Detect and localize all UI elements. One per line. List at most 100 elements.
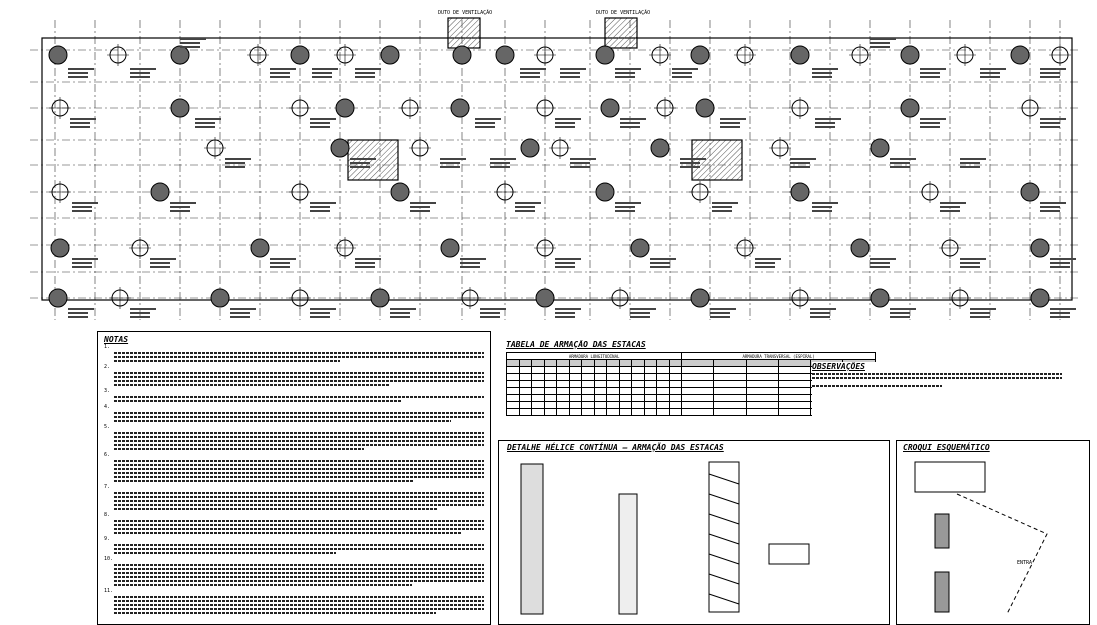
table-cell xyxy=(518,387,533,395)
table-cell xyxy=(656,394,670,402)
note-text-line xyxy=(114,372,484,374)
table-cell xyxy=(681,408,715,416)
note-number: 4. xyxy=(104,404,111,410)
pile-tag-text xyxy=(680,158,706,160)
pile-tag-text xyxy=(555,258,581,260)
table-cell xyxy=(713,373,747,381)
table-cell xyxy=(518,401,533,409)
pile-tag-text xyxy=(812,206,832,208)
pile-cap xyxy=(330,138,350,158)
pile-tag-text xyxy=(440,162,460,164)
pile-tag-text xyxy=(310,316,330,318)
pile-tag-text xyxy=(130,68,156,70)
pile-tag-text xyxy=(960,166,980,168)
table-cell xyxy=(506,394,520,402)
table-cell xyxy=(643,387,658,395)
table-cell xyxy=(643,408,658,416)
note-number: 2. xyxy=(104,364,111,370)
pile-tag-text xyxy=(460,258,486,260)
table-cell xyxy=(518,380,533,388)
pile-tag-text xyxy=(672,68,698,70)
pile-tag-text xyxy=(72,202,98,204)
pile-tag-text xyxy=(350,162,370,164)
table-cell xyxy=(618,359,633,367)
table-cell xyxy=(531,359,545,367)
table-cell xyxy=(568,359,583,367)
note-text-line xyxy=(114,564,484,566)
table-cell xyxy=(618,408,633,416)
pile-tag-text xyxy=(710,308,736,310)
pile-tag-text xyxy=(1040,210,1060,212)
table-cell xyxy=(777,380,812,388)
table-cell xyxy=(506,401,520,409)
pile-tag-text xyxy=(310,210,330,212)
table-cell xyxy=(656,408,670,416)
table-cell xyxy=(668,387,683,395)
pile-table-title: TABELA DE ARMAÇÃO DAS ESTACAS xyxy=(506,340,646,349)
pile-tag-text xyxy=(812,202,838,204)
table-cell xyxy=(506,366,520,374)
pile-tag-text xyxy=(980,68,1006,70)
pile-tag-text xyxy=(815,118,841,120)
pile-tag-text xyxy=(515,210,535,212)
pile-tag-text xyxy=(870,42,890,44)
table-cell xyxy=(531,380,545,388)
pile-tag-text xyxy=(960,162,980,164)
note-text-line xyxy=(114,384,390,386)
pile-tag-text xyxy=(1050,262,1070,264)
note-text-line xyxy=(114,460,484,462)
note-text-line xyxy=(114,584,412,586)
table-cell xyxy=(531,366,545,374)
pile-cap xyxy=(790,182,810,202)
pile-tag-text xyxy=(790,162,810,164)
pile-tag-text xyxy=(195,118,221,120)
table-cell xyxy=(606,387,620,395)
pile-tag-text xyxy=(755,266,775,268)
table-cell xyxy=(518,394,533,402)
pile-section-left xyxy=(520,463,544,615)
table-cell xyxy=(631,373,645,381)
pile-cap xyxy=(1020,182,1040,202)
note-text-line xyxy=(114,568,484,570)
pile-cap xyxy=(170,98,190,118)
table-cell xyxy=(745,359,779,367)
table-cell xyxy=(745,408,779,416)
table-cell xyxy=(643,401,658,409)
table-cell xyxy=(581,387,595,395)
note-text-line xyxy=(114,492,484,494)
pile-cap xyxy=(650,138,670,158)
pile-tag-text xyxy=(980,72,1000,74)
pile-tag-text xyxy=(150,266,170,268)
pile-tag-text xyxy=(310,126,330,128)
table-cell xyxy=(506,373,520,381)
pile-tag-text xyxy=(650,266,670,268)
pile-cap xyxy=(870,138,890,158)
pile-cap xyxy=(370,288,390,308)
pile-cap xyxy=(495,45,515,65)
pile-tag-text xyxy=(310,202,336,204)
pile-tag-text xyxy=(810,308,836,310)
table-cell xyxy=(506,387,520,395)
pile-caps xyxy=(48,44,1071,309)
pile-tag-text xyxy=(270,266,290,268)
note-number: 3. xyxy=(104,388,111,394)
grid-lines xyxy=(30,20,1080,320)
pile-tag-text xyxy=(230,312,250,314)
pile-tag-text xyxy=(1040,126,1060,128)
pile-tag-text xyxy=(355,68,381,70)
pile-tag-text xyxy=(890,312,910,314)
pile-tag-text xyxy=(180,46,200,48)
pile-tag-text xyxy=(970,316,990,318)
note-number: 8. xyxy=(104,512,111,518)
pile-tag-text xyxy=(555,316,575,318)
pile-cap xyxy=(870,288,890,308)
pile-cap xyxy=(1010,45,1030,65)
reinforcement-cage xyxy=(708,461,740,613)
pile-cap xyxy=(210,288,230,308)
table-cell xyxy=(581,373,595,381)
table-cell xyxy=(681,366,715,374)
table-cell xyxy=(606,394,620,402)
pile-detail-drawing xyxy=(520,461,810,615)
table-cell xyxy=(606,408,620,416)
table-cell xyxy=(631,387,645,395)
